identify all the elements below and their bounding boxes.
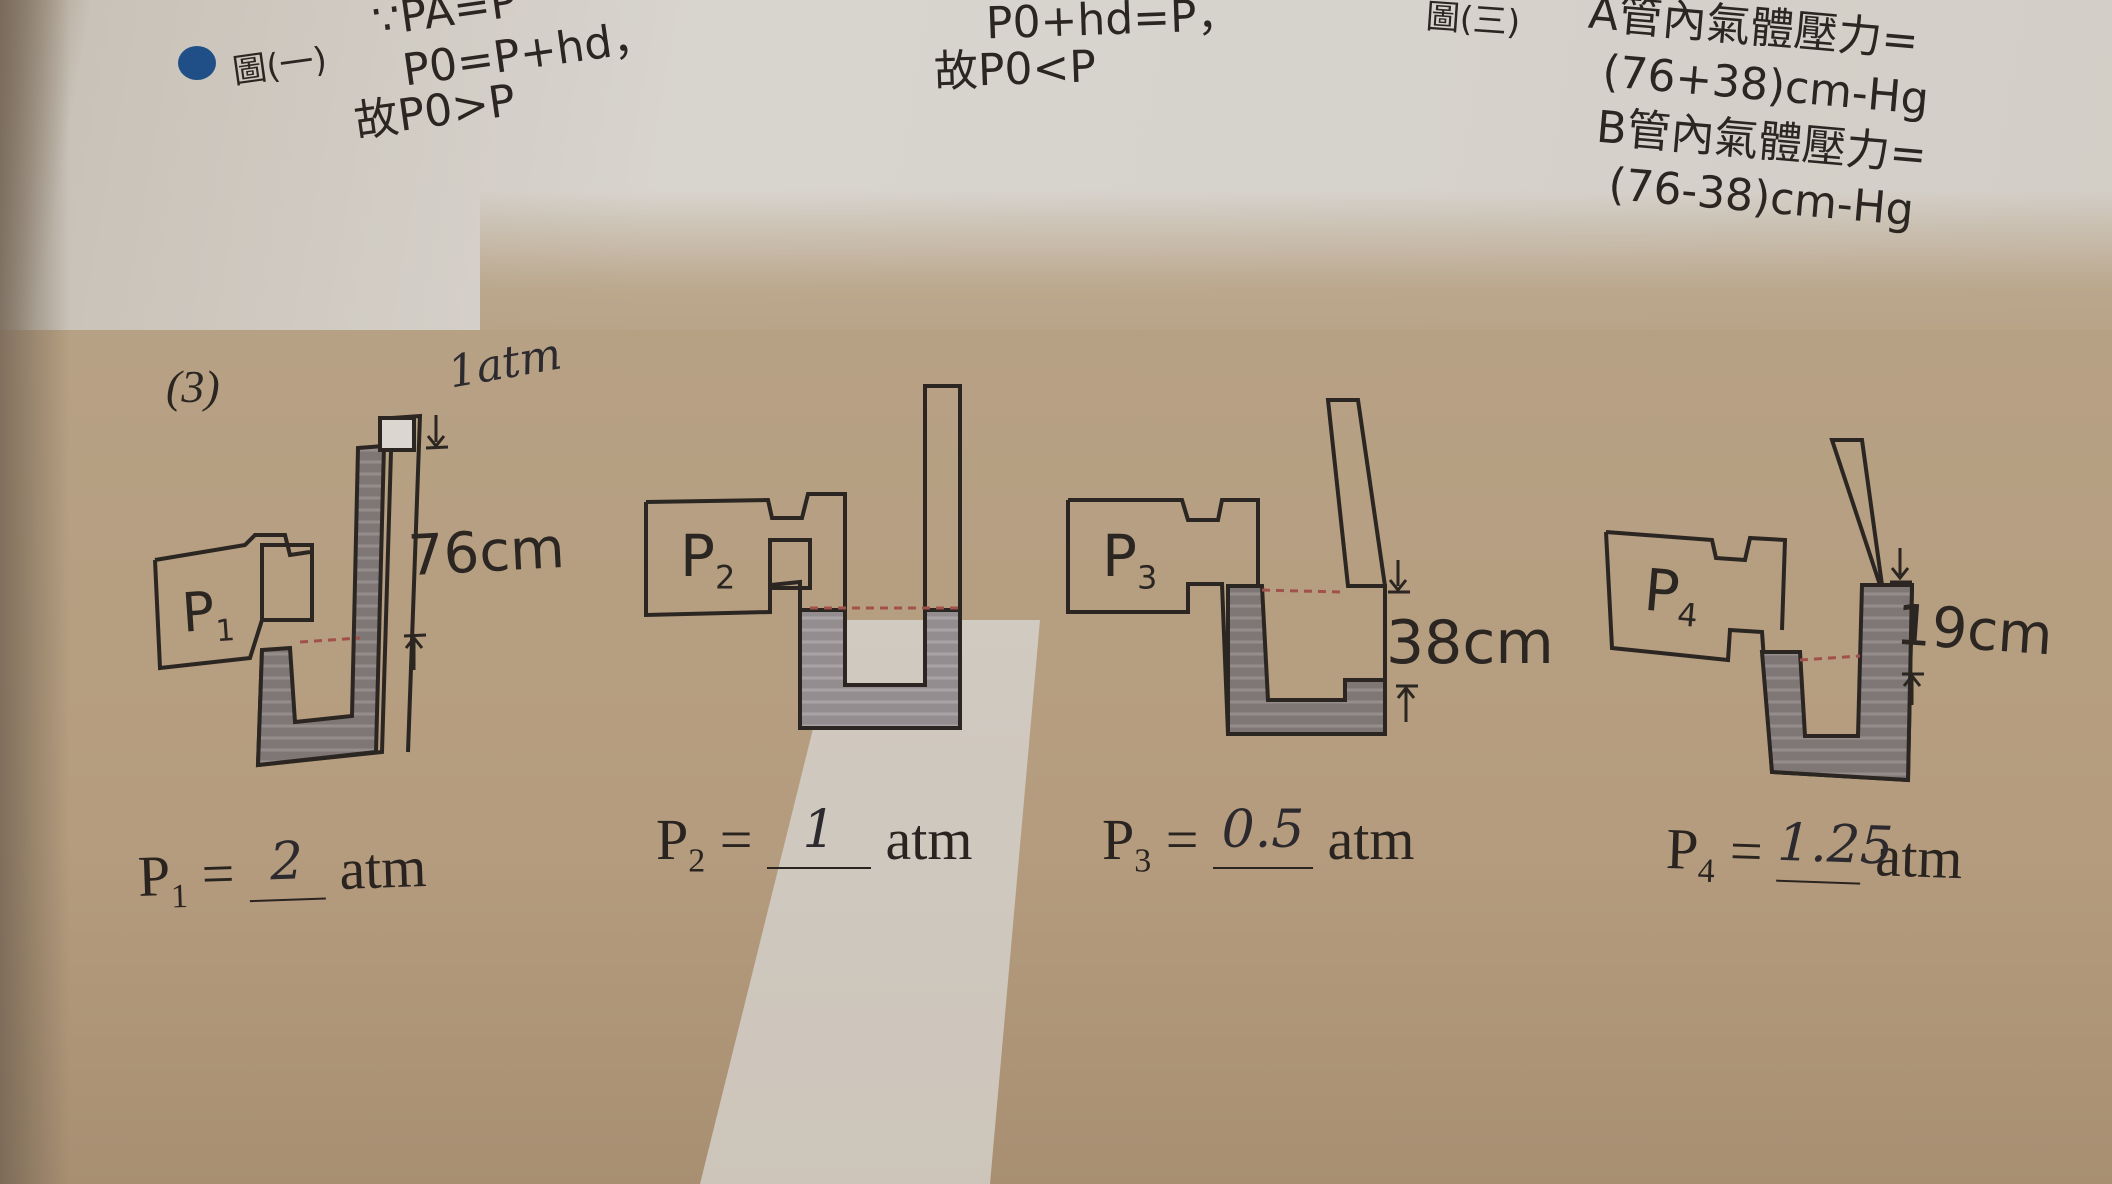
vessel-label-4: P4 bbox=[1641, 555, 1700, 635]
manometer-4 bbox=[1604, 438, 1924, 783]
height-label-4: 19cm bbox=[1893, 592, 2055, 669]
manometer-3 bbox=[1066, 398, 1418, 736]
answer-1: P1 = 2 atm bbox=[136, 831, 428, 916]
problem-number: (3) bbox=[166, 361, 220, 412]
answer-blank-1: 2 bbox=[248, 831, 326, 907]
manometer-2 bbox=[644, 384, 962, 730]
answer-3: P3 = 0.5 atm bbox=[1102, 800, 1415, 880]
manometer-1 bbox=[153, 413, 449, 768]
answer-blank-4: 1.25 bbox=[1776, 813, 1894, 889]
height-label-1: 76cm bbox=[406, 515, 567, 590]
answer-blank-3: 0.5 bbox=[1212, 800, 1313, 873]
height-label-3: 38cm bbox=[1386, 608, 1554, 678]
answer-2: P2 = 1 atm bbox=[656, 800, 973, 880]
page-edge-shadow bbox=[0, 0, 70, 1184]
bullet-dot-icon bbox=[178, 46, 216, 80]
answer-blank-2: 1 bbox=[766, 800, 871, 873]
vessel-label-3: P3 bbox=[1102, 522, 1158, 597]
vessel-label-2: P2 bbox=[680, 522, 736, 597]
answer-4: P4 = 1.25 atm bbox=[1665, 812, 1964, 892]
vessel-label-1: P1 bbox=[179, 579, 237, 650]
shadow-gradient bbox=[480, 190, 2112, 370]
